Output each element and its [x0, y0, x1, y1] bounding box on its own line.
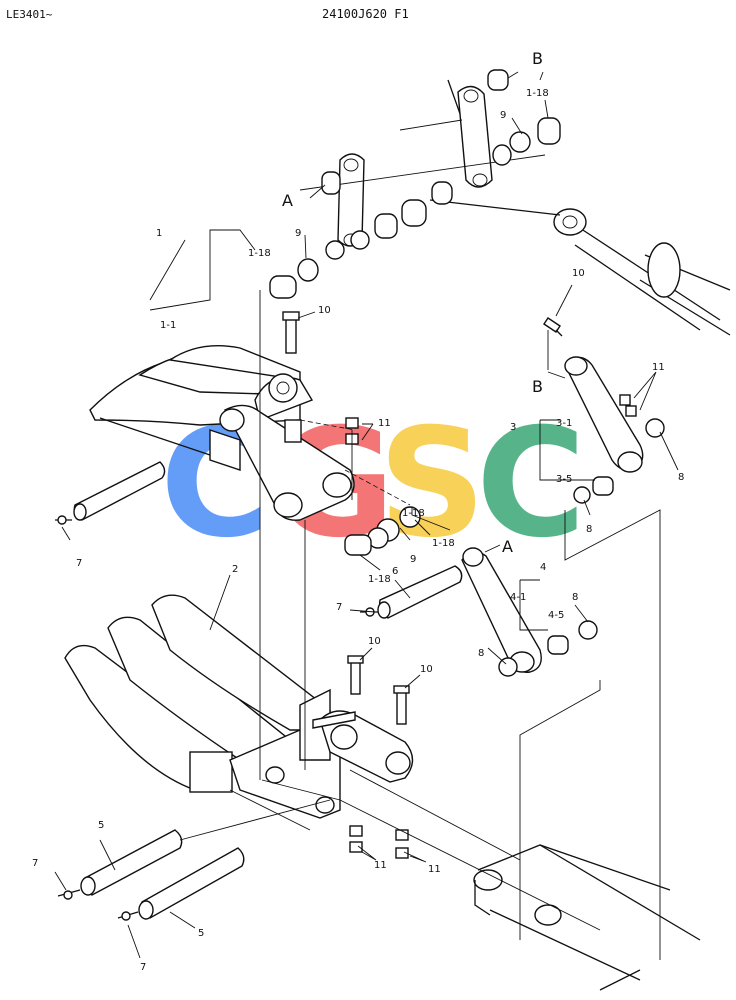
arm-structure: [473, 844, 701, 991]
callout-11-c: 11: [374, 860, 387, 871]
callout-5-b: 5: [198, 928, 204, 939]
callout-6: 6: [392, 566, 398, 577]
callout-8-b: 8: [586, 524, 592, 535]
callout-7-d: 7: [140, 962, 146, 973]
pin-6-assembly: [344, 506, 463, 619]
upper-link-plates: [269, 69, 561, 299]
callout-4-5: 4-5: [548, 610, 564, 621]
callout-10-c: 10: [368, 636, 381, 647]
callout-2: 2: [232, 564, 238, 575]
callout-7-a: 7: [336, 602, 342, 613]
leader-arrows: [54, 71, 679, 959]
callout-1-18-c: 1-18: [432, 538, 455, 549]
connection-lines: [149, 229, 661, 960]
callout-1-1: 1-1: [160, 320, 176, 331]
callout-11-d: 11: [428, 864, 441, 875]
callout-9-b: 9: [500, 110, 506, 121]
pins-5: [57, 829, 245, 921]
callout-8-c: 8: [572, 592, 578, 603]
callout-3: 3: [510, 422, 516, 433]
callout-1-18-e: 1-18: [402, 508, 425, 519]
callout-3-5: 3-5: [556, 474, 572, 485]
callout-9-a: 9: [295, 228, 301, 239]
main-frame-body: [89, 345, 355, 521]
watermark-letter-3: S: [378, 397, 486, 571]
ref-marker-b-1: B: [532, 49, 543, 68]
callout-3-1: 3-1: [556, 418, 572, 429]
ref-marker-a-2: A: [502, 537, 513, 556]
callout-8-d: 8: [478, 648, 484, 659]
callout-8-a: 8: [678, 472, 684, 483]
drawing-number: 24100J620 F1: [322, 7, 409, 21]
callout-9-c: 9: [410, 554, 416, 565]
callout-1-18-b: 1-18: [526, 88, 549, 99]
bolts-10: [282, 311, 410, 725]
callout-10-b: 10: [572, 268, 585, 279]
callout-labels: 1 1-1 1-18 9 10 1-18 9 11 10 11 3-1 3 3-…: [32, 49, 684, 973]
callout-1-18-d: 1-18: [368, 574, 391, 585]
callout-7-c: 7: [32, 858, 38, 869]
callout-7-b: 7: [76, 558, 82, 569]
callout-4-1: 4-1: [510, 592, 526, 603]
callout-5-a: 5: [98, 820, 104, 831]
callout-1-18-a: 1-18: [248, 248, 271, 259]
ref-marker-b-2: B: [532, 377, 543, 396]
link-4: [461, 547, 598, 677]
watermark-letter-4: C: [476, 397, 586, 571]
cylinder-rod-assembly: [429, 79, 731, 336]
ref-marker-a-1: A: [282, 191, 293, 210]
link-3: [543, 317, 665, 504]
main-pin-left: [55, 461, 166, 525]
callout-4: 4: [540, 562, 546, 573]
callout-10-a: 10: [318, 305, 331, 316]
lower-frame-2: [64, 594, 341, 819]
model-serial-code: LE3401~: [6, 8, 53, 21]
callout-11-b: 11: [652, 362, 665, 373]
callout-10-d: 10: [420, 664, 433, 675]
callout-1: 1: [156, 228, 162, 239]
lower-link-plate: [312, 710, 414, 783]
callout-11-a: 11: [378, 418, 391, 429]
